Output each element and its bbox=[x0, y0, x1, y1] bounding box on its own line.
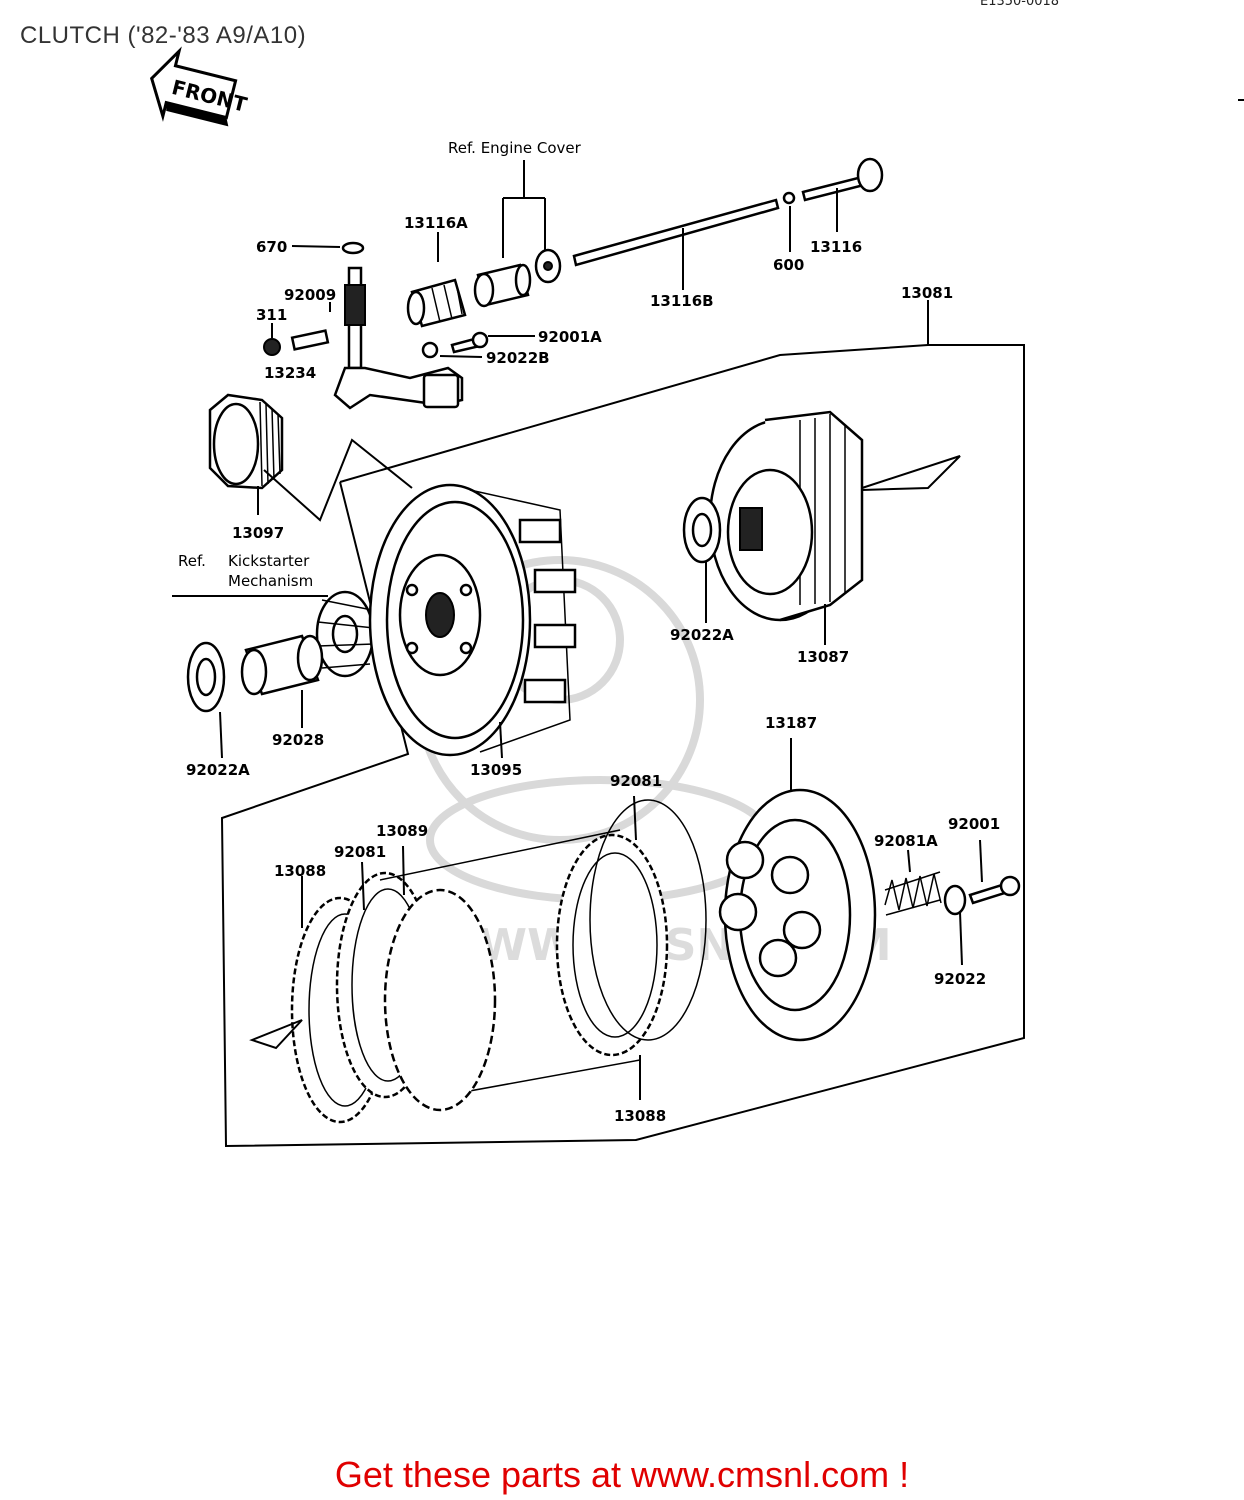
part-label-13116B: 13116B bbox=[650, 292, 714, 310]
promo-link-text[interactable]: Get these parts at www.cmsnl.com ! bbox=[334, 1454, 910, 1495]
part-label-13234: 13234 bbox=[264, 364, 316, 382]
washer-92022B bbox=[421, 341, 439, 359]
part-label-92028: 92028 bbox=[272, 731, 324, 749]
ref-kickstarter-2: Kickstarter bbox=[228, 552, 310, 570]
gear-13097 bbox=[208, 393, 284, 490]
bushing-engine-cover bbox=[473, 248, 562, 308]
page-title: CLUTCH ('82-'83 A9/A10) bbox=[20, 22, 307, 49]
part-label-92022B: 92022B bbox=[486, 349, 550, 367]
clutch-exploded-diagram: WWW.CMSNL.COM FRONT bbox=[149, 46, 1244, 1148]
ball-600 bbox=[782, 191, 796, 205]
washer-92022 bbox=[943, 884, 967, 916]
rod-13116 bbox=[801, 175, 866, 202]
plate-stack bbox=[290, 799, 707, 1124]
part-label-600: 600 bbox=[773, 256, 804, 274]
assembly-outline bbox=[220, 344, 1025, 1148]
part-label-311: 311 bbox=[256, 306, 287, 324]
ref-engine-cover: Ref. Engine Cover bbox=[448, 139, 582, 157]
shaft-13234 bbox=[333, 266, 464, 410]
part-label-92022: 92022 bbox=[934, 970, 986, 988]
spring-92081A bbox=[884, 871, 942, 916]
part-label-92081A: 92081A bbox=[874, 832, 938, 850]
ref-kickstarter-1: Ref. bbox=[178, 552, 206, 570]
push-rod-13116B bbox=[572, 198, 780, 267]
part-label-92009: 92009 bbox=[284, 286, 336, 304]
part-label-13095: 13095 bbox=[470, 761, 522, 779]
diagram-reference-code: E1350-0018 bbox=[980, 0, 1060, 9]
part-label-13087: 13087 bbox=[797, 648, 849, 666]
part-label-13088-left: 13088 bbox=[274, 862, 326, 880]
ref-kickstarter-3: Mechanism bbox=[228, 572, 313, 590]
part-label-13116: 13116 bbox=[810, 238, 862, 256]
gear-kickstarter bbox=[315, 590, 375, 678]
part-label-13089: 13089 bbox=[376, 822, 428, 840]
o-ring-670 bbox=[341, 241, 365, 255]
part-label-92081-left: 92081 bbox=[334, 843, 386, 861]
part-label-13088-bottom: 13088 bbox=[614, 1107, 666, 1125]
part-label-13081: 13081 bbox=[901, 284, 953, 302]
part-label-92001: 92001 bbox=[948, 815, 1000, 833]
part-label-13097: 13097 bbox=[232, 524, 284, 542]
bushing-13116A bbox=[406, 278, 467, 328]
nut-311 bbox=[263, 338, 281, 356]
clutch-housing-13095 bbox=[368, 483, 577, 757]
collar-92028 bbox=[240, 634, 324, 696]
pressure-plate-13187 bbox=[718, 788, 877, 1042]
part-label-13187: 13187 bbox=[765, 714, 817, 732]
front-arrow-icon: FRONT bbox=[149, 46, 250, 127]
part-label-92001A: 92001A bbox=[538, 328, 602, 346]
screw-92009 bbox=[290, 329, 330, 351]
part-label-92081-right: 92081 bbox=[610, 772, 662, 790]
part-label-92022A-top: 92022A bbox=[670, 626, 734, 644]
clutch-hub-13087 bbox=[708, 410, 864, 622]
part-label-670: 670 bbox=[256, 238, 287, 256]
part-label-13116A: 13116A bbox=[404, 214, 468, 232]
part-label-92022A-bottom: 92022A bbox=[186, 761, 250, 779]
